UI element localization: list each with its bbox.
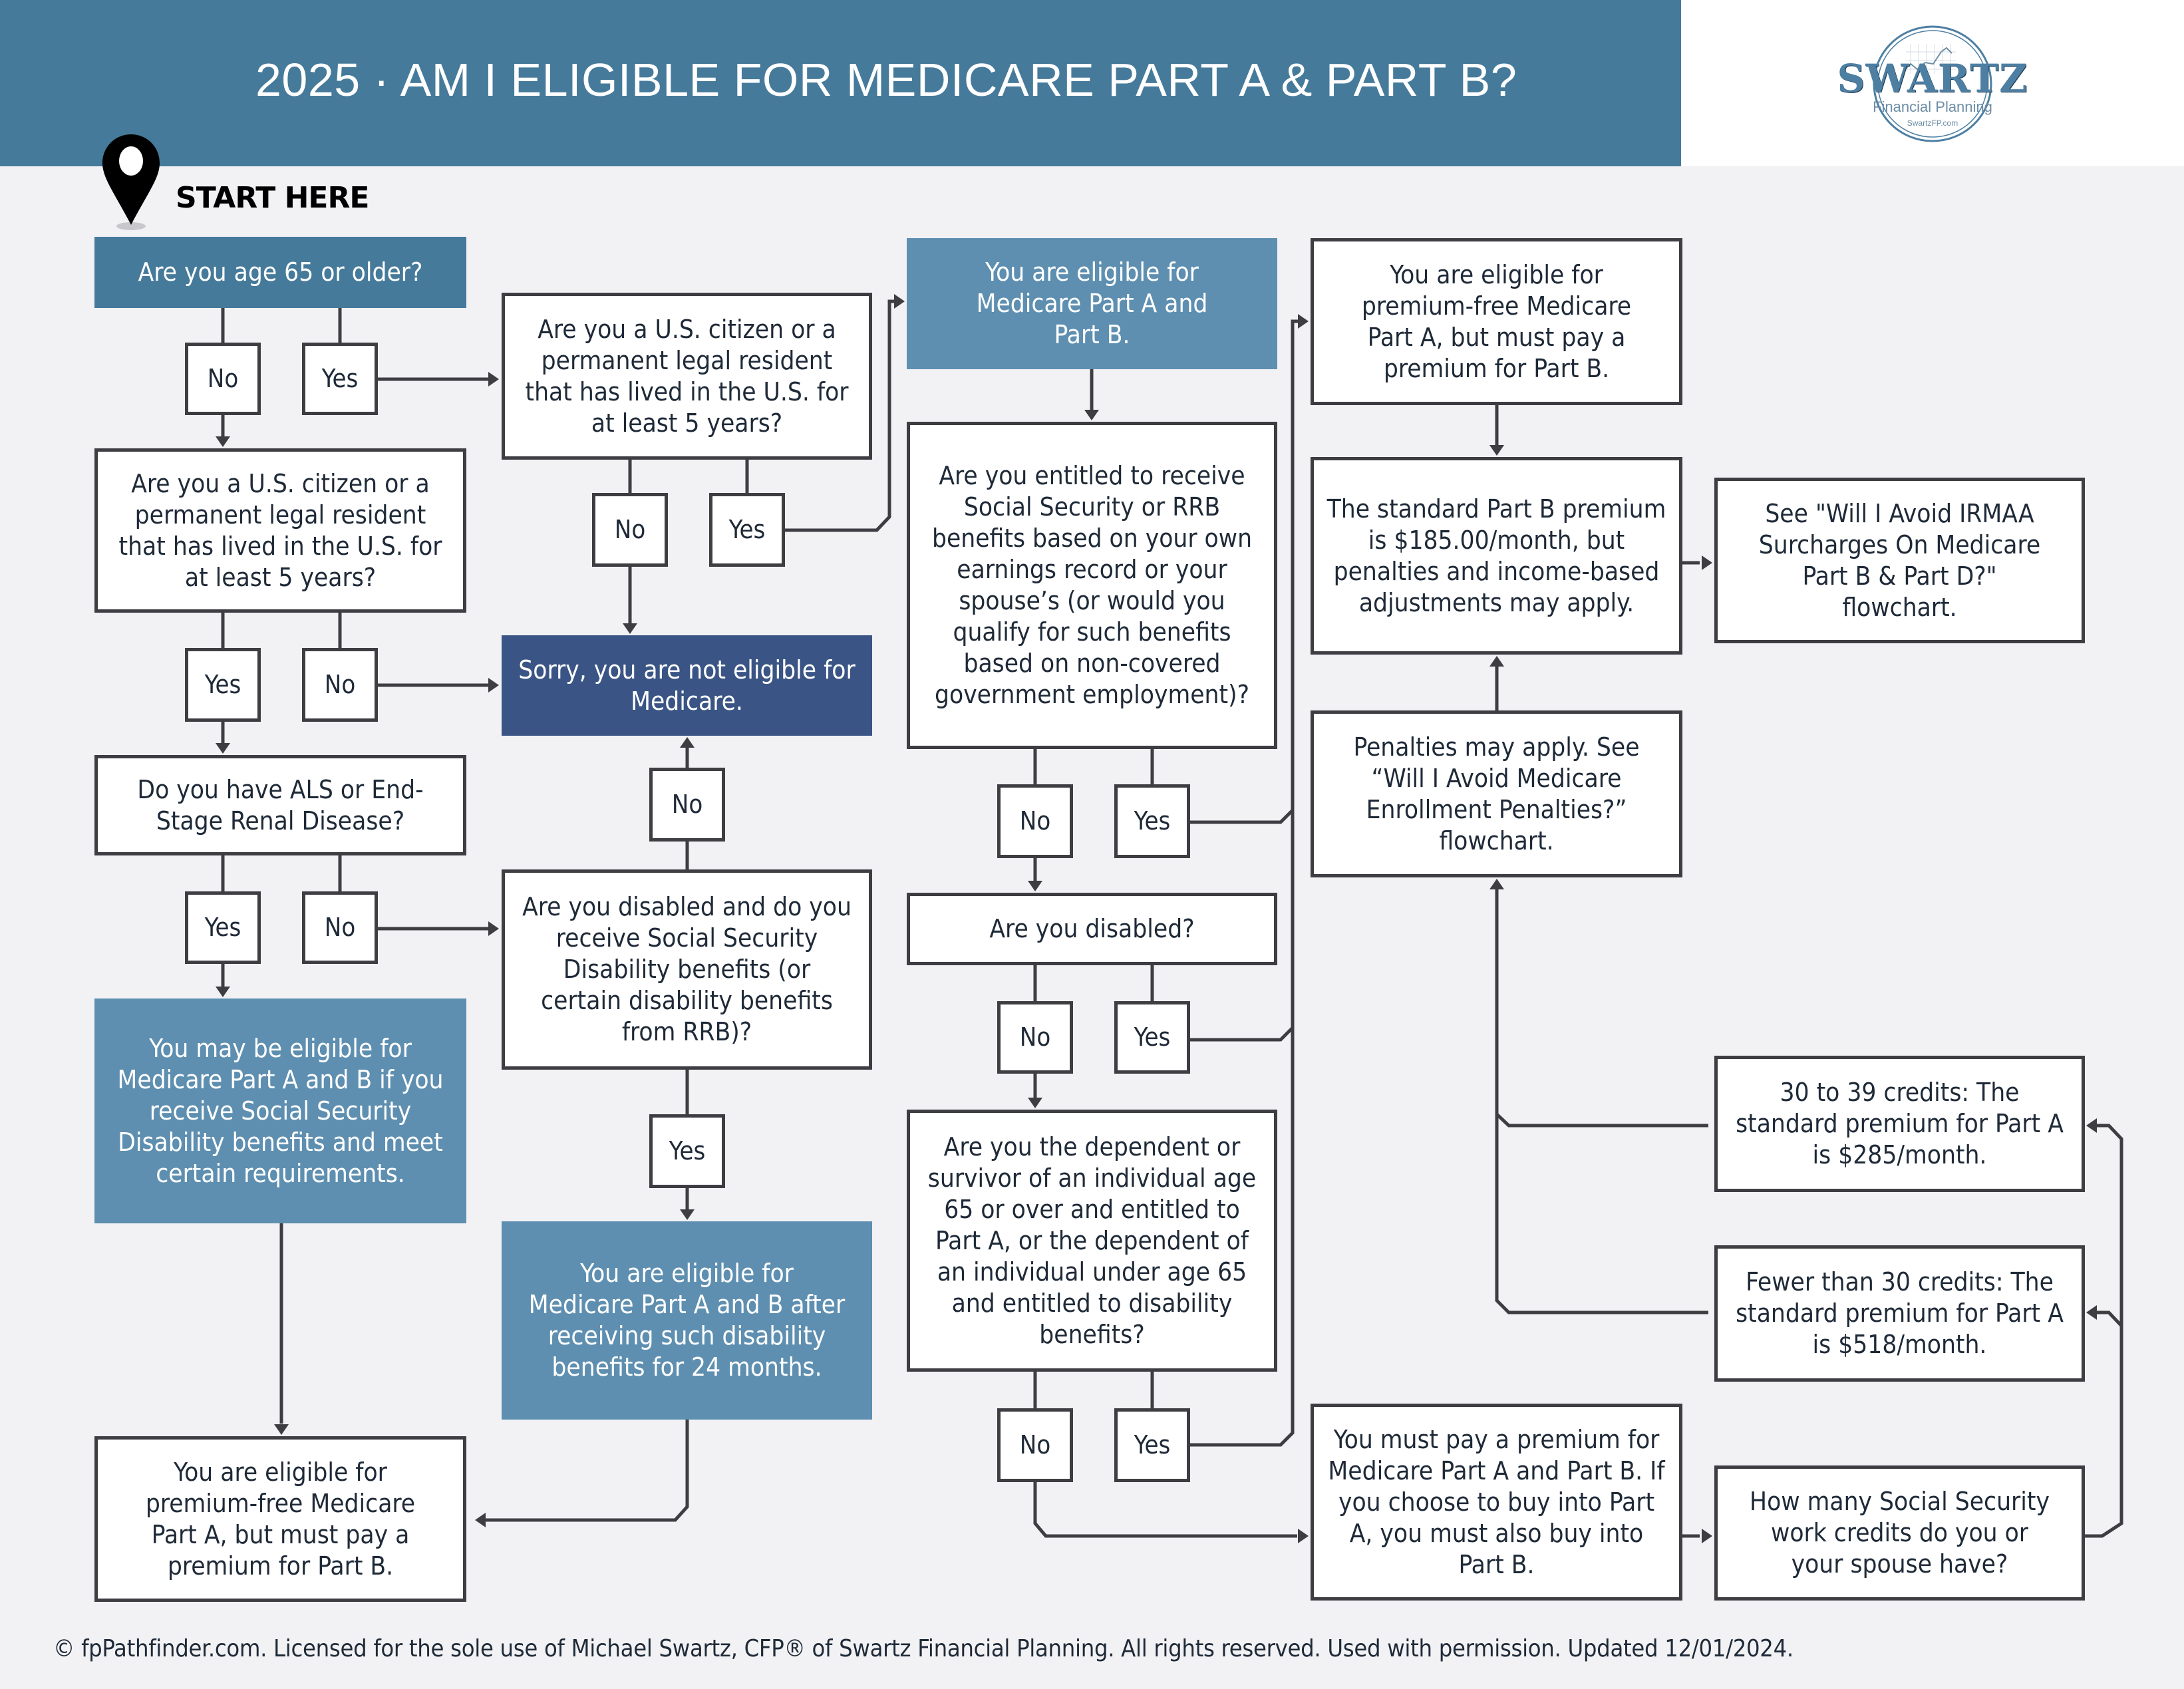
question-dependent-survivor[interactable]: Are you the dependent or survivor of an … bbox=[907, 1110, 1277, 1372]
question-disabled[interactable]: Are you disabled? bbox=[907, 893, 1277, 965]
header-band bbox=[0, 0, 1681, 166]
arrowhead-left-icon bbox=[475, 1513, 486, 1527]
answer-no-dependent[interactable]: No bbox=[997, 1408, 1073, 1482]
result-part-b-premium: The standard Part B premium is $185.00/m… bbox=[1311, 457, 1682, 655]
answer-yes-als[interactable]: Yes bbox=[185, 891, 261, 964]
arrowhead-right-icon bbox=[488, 372, 499, 386]
result-premium-free-part-a-right: You are eligible for premium-free Medica… bbox=[1311, 238, 1682, 405]
connector-line bbox=[2085, 1124, 2123, 1538]
answer-no-citizen-under-65[interactable]: No bbox=[302, 648, 378, 722]
answer-yes-dependent[interactable]: Yes bbox=[1114, 1408, 1190, 1482]
arrowhead-down-icon bbox=[623, 623, 637, 634]
result-enrollment-penalties[interactable]: Penalties may apply. See “Will I Avoid M… bbox=[1311, 710, 1682, 877]
map-pin-icon bbox=[102, 134, 160, 230]
answer-yes-citizen-under-65[interactable]: Yes bbox=[185, 648, 261, 722]
arrowhead-right-icon bbox=[488, 921, 499, 936]
connector-line bbox=[2097, 1310, 2123, 1327]
answer-no-disabled[interactable]: No bbox=[997, 1001, 1073, 1074]
logo-subtitle: Financial Planning bbox=[1873, 98, 1992, 115]
question-disabled-ssdi[interactable]: Are you disabled and do you receive Soci… bbox=[502, 869, 872, 1070]
question-age-65[interactable]: Are you age 65 or older? bbox=[94, 237, 466, 308]
result-may-be-eligible: You may be eligible for Medicare Part A … bbox=[94, 998, 466, 1223]
arrowhead-up-icon bbox=[1489, 879, 1504, 889]
arrowhead-right-icon bbox=[1702, 555, 1712, 570]
answer-no-disabled-ssdi[interactable]: No bbox=[649, 768, 725, 842]
answer-yes-disabled[interactable]: Yes bbox=[1114, 1001, 1190, 1074]
question-entitled-social-security[interactable]: Are you entitled to receive Social Secur… bbox=[907, 422, 1277, 749]
swartz-logo: SWARTZ Financial Planning SwartzFP.com bbox=[1836, 24, 2029, 144]
arrowhead-down-icon bbox=[274, 1424, 289, 1435]
arrowhead-down-icon bbox=[680, 1209, 695, 1220]
question-citizen-65[interactable]: Are you a U.S. citizen or a permanent le… bbox=[502, 293, 872, 460]
arrowhead-right-icon bbox=[894, 294, 905, 309]
arrowhead-down-icon bbox=[1028, 881, 1042, 891]
answer-yes-disabled-ssdi[interactable]: Yes bbox=[649, 1114, 725, 1188]
result-irmaa-flowchart-link[interactable]: See "Will I Avoid IRMAA Surcharges On Me… bbox=[1714, 478, 2085, 643]
copyright-footer: © fpPathfinder.com. Licensed for the sol… bbox=[53, 1635, 1794, 1662]
arrowhead-right-icon bbox=[1702, 1529, 1712, 1543]
arrowhead-down-icon bbox=[1028, 1098, 1042, 1108]
arrowhead-down-icon bbox=[216, 436, 230, 447]
question-als-esrd[interactable]: Do you have ALS or End-Stage Renal Disea… bbox=[94, 755, 466, 855]
answer-no-citizen-65[interactable]: No bbox=[592, 493, 668, 567]
arrowhead-down-icon bbox=[216, 743, 230, 754]
result-30-to-39-credits: 30 to 39 credits: The standard premium f… bbox=[1714, 1056, 2085, 1192]
logo-name: SWARTZ bbox=[1837, 56, 2028, 101]
connector-line bbox=[1033, 1482, 1297, 1538]
answer-no-als[interactable]: No bbox=[302, 891, 378, 964]
connector-line bbox=[486, 1420, 689, 1522]
answer-no-age[interactable]: No bbox=[185, 343, 261, 415]
answer-no-entitled-ss[interactable]: No bbox=[997, 784, 1073, 858]
question-work-credits[interactable]: How many Social Security work credits do… bbox=[1714, 1465, 2085, 1601]
start-here-label: START HERE bbox=[176, 181, 369, 215]
arrowhead-right-icon bbox=[1298, 314, 1309, 329]
result-fewer-than-30-credits: Fewer than 30 credits: The standard prem… bbox=[1714, 1245, 2085, 1382]
logo-area bbox=[1681, 0, 2184, 166]
question-citizen-under-65[interactable]: Are you a U.S. citizen or a permanent le… bbox=[94, 448, 466, 613]
arrowhead-down-icon bbox=[216, 987, 230, 997]
connector-line bbox=[1495, 889, 1708, 1128]
arrowhead-up-icon bbox=[1489, 656, 1504, 667]
arrowhead-up-icon bbox=[680, 737, 695, 748]
result-eligible-after-24-months: You are eligible for Medicare Part A and… bbox=[502, 1221, 872, 1420]
arrowhead-right-icon bbox=[488, 678, 499, 692]
result-eligible-part-a-b: You are eligible for Medicare Part A and… bbox=[907, 238, 1277, 369]
connector-line bbox=[1495, 1114, 1708, 1314]
arrowhead-down-icon bbox=[1084, 410, 1099, 420]
arrowhead-right-icon bbox=[1298, 1529, 1309, 1543]
result-not-eligible: Sorry, you are not eligible for Medicare… bbox=[502, 635, 872, 736]
arrowhead-left-icon bbox=[2086, 1118, 2097, 1133]
answer-yes-citizen-65[interactable]: Yes bbox=[709, 493, 785, 567]
answer-yes-age[interactable]: Yes bbox=[302, 343, 378, 415]
result-must-pay-premium: You must pay a premium for Medicare Part… bbox=[1311, 1404, 1682, 1601]
answer-yes-entitled-ss[interactable]: Yes bbox=[1114, 784, 1190, 858]
arrowhead-down-icon bbox=[1489, 445, 1504, 456]
logo-emblem-icon bbox=[1873, 25, 1992, 142]
result-premium-free-part-a-left: You are eligible for premium-free Medica… bbox=[94, 1436, 466, 1602]
logo-url: SwartzFP.com bbox=[1907, 118, 1958, 128]
connector-line bbox=[1190, 1026, 1294, 1042]
arrowhead-left-icon bbox=[2086, 1305, 2097, 1320]
connector-line bbox=[1190, 809, 1294, 824]
page-title: 2025 · AM I ELIGIBLE FOR MEDICARE PART A… bbox=[255, 54, 1517, 106]
